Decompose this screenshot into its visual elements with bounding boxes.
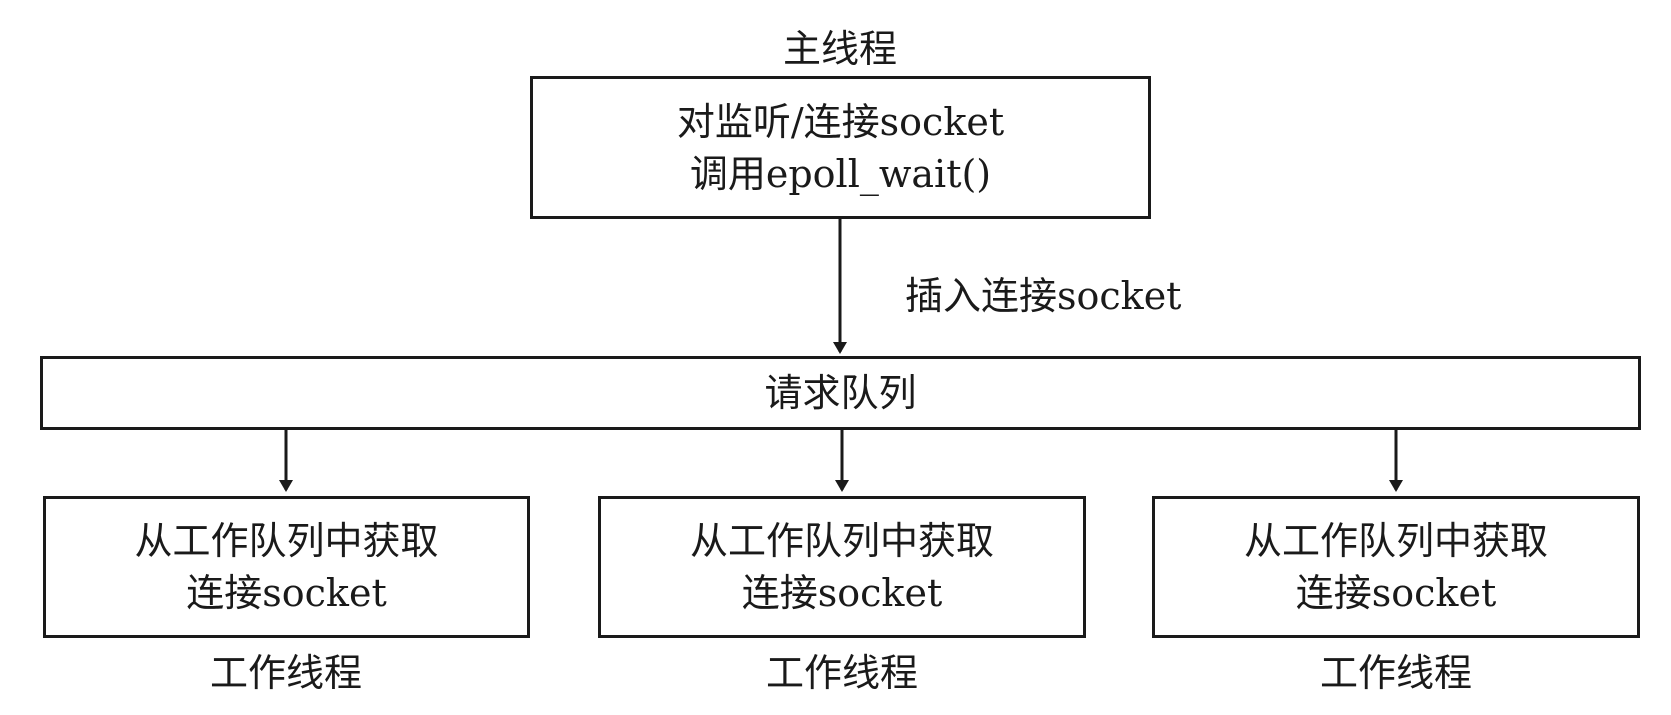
worker-1-line1: 从工作队列中获取	[134, 519, 439, 563]
worker-1-caption: 工作线程	[209, 651, 362, 695]
worker-2-caption: 工作线程	[765, 651, 918, 695]
worker-2-line2: 连接socket	[741, 571, 943, 615]
request-queue-box: 请求队列	[40, 356, 1641, 430]
edge-label-insert-socket: 插入连接socket	[905, 274, 1182, 318]
main-thread-title: 主线程	[782, 27, 897, 71]
main-thread-box-line1: 对监听/连接socket	[676, 99, 1005, 144]
worker-2-line1: 从工作队列中获取	[689, 519, 994, 563]
worker-1-line2: 连接socket	[186, 571, 387, 615]
worker-box-2: 从工作队列中获取 连接socket	[598, 496, 1086, 638]
request-queue-label: 请求队列	[764, 371, 917, 415]
worker-box-1: 从工作队列中获取 连接socket	[43, 496, 530, 638]
worker-3-line1: 从工作队列中获取	[1243, 519, 1548, 563]
worker-3-line2: 连接socket	[1295, 571, 1497, 615]
worker-3-caption: 工作线程	[1319, 651, 1472, 695]
worker-box-3: 从工作队列中获取 连接socket	[1152, 496, 1640, 638]
main-thread-box-line2: 调用epoll_wait()	[689, 151, 992, 196]
main-thread-box: 对监听/连接socket 调用epoll_wait()	[530, 76, 1151, 219]
